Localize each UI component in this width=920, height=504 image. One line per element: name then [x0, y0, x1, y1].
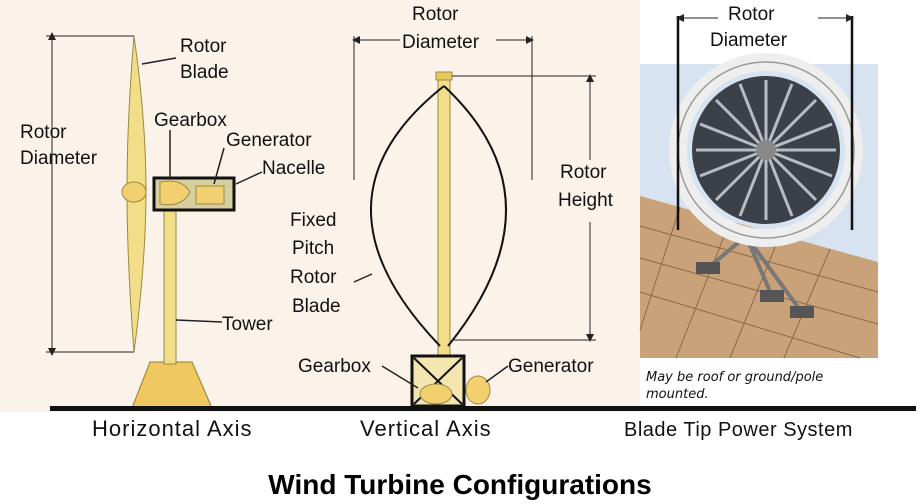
v-rotor-diameter-label-2: Diameter: [402, 32, 480, 53]
v-fixed-pitch-label-1: Fixed: [290, 210, 336, 231]
gearbox-shape: [159, 180, 191, 206]
ground-line: [50, 406, 916, 411]
h-generator-label: Generator: [226, 130, 312, 151]
horizontal-axis-turbine: [46, 32, 263, 409]
bt-rotor-diameter-label-1: Rotor: [728, 4, 775, 25]
v-rotor-diameter-label-1: Rotor: [412, 4, 459, 25]
v-rotor-height-label-2: Height: [558, 190, 614, 211]
v-fixed-pitch-label-3: Rotor: [290, 267, 337, 288]
right-rotor-blade: [443, 85, 507, 347]
blade-tip-power-system: [639, 14, 879, 359]
mounting-note-line-1: May be roof or ground/pole: [646, 370, 823, 385]
gearbox-shape: [419, 383, 453, 405]
fixed-pitch-blade-leader: [353, 273, 373, 283]
h-tower-label: Tower: [222, 314, 273, 335]
vertical-shaft: [437, 75, 451, 357]
nacelle-leader: [235, 171, 263, 185]
v-fixed-pitch-label-4: Blade: [292, 296, 341, 317]
generator-shape: [195, 185, 225, 205]
shaft-cap: [435, 71, 453, 81]
roof: [640, 196, 878, 358]
figure-title: Wind Turbine Configurations: [268, 469, 651, 500]
blade-tip-caption: Blade Tip Power System: [624, 419, 853, 441]
v-generator-leader: [485, 365, 509, 383]
mounting-note-line-2: mounted.: [646, 387, 709, 402]
h-gearbox-label: Gearbox: [154, 110, 227, 131]
rotor-blade-leader: [141, 57, 177, 65]
v-gearbox-leader: [381, 365, 419, 389]
left-rotor-blade: [370, 85, 445, 347]
h-rotor-diameter-label-1: Rotor: [20, 122, 67, 143]
vertical-axis-turbine: [352, 36, 596, 408]
h-rotor-diameter-label-2: Diameter: [20, 148, 98, 169]
hub: [121, 181, 147, 203]
v-rotor-height-label-1: Rotor: [560, 162, 607, 183]
tower-leader: [175, 319, 223, 323]
bt-rotor-diameter-label-2: Diameter: [710, 30, 788, 51]
v-gearbox-label: Gearbox: [298, 356, 371, 377]
mount-frame: [696, 234, 814, 318]
h-rotor-blade-label-2: Blade: [180, 62, 229, 83]
tower: [163, 195, 177, 365]
left-panel-background: [0, 0, 640, 412]
vertical-axis-caption: Vertical Axis: [360, 416, 492, 441]
generator-shape: [465, 375, 491, 405]
h-nacelle-label: Nacelle: [262, 158, 325, 179]
rotor-hub: [756, 140, 776, 160]
horizontal-axis-caption: Horizontal Axis: [92, 416, 253, 441]
roof-rafters: [639, 206, 879, 359]
generator-leader: [213, 147, 225, 185]
v-fixed-pitch-label-2: Pitch: [292, 238, 334, 259]
h-rotor-blade-label-1: Rotor: [180, 36, 227, 57]
v-generator-label: Generator: [508, 356, 594, 377]
